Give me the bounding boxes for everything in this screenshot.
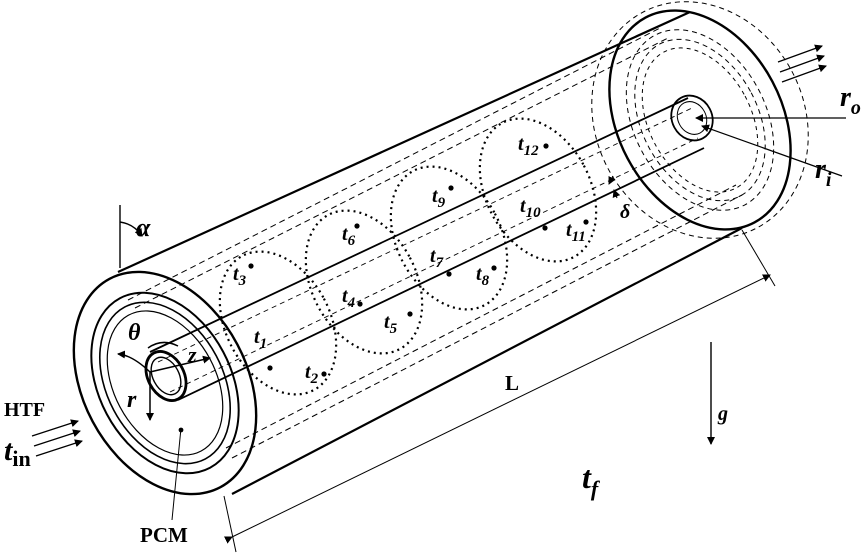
thermocouple-dot-10 xyxy=(542,225,548,231)
thermocouple-label-7: t7 xyxy=(430,245,444,271)
gravity-label: g xyxy=(717,403,728,425)
length-ext-left xyxy=(223,495,237,553)
length-dimension xyxy=(223,229,776,553)
thermocouple-label-10: t10 xyxy=(520,195,541,221)
thermocouple-label-9: t9 xyxy=(432,185,446,211)
pcm-leader-dot xyxy=(178,427,184,433)
front-end-rings xyxy=(90,291,240,475)
thermocouple-dot-3 xyxy=(248,263,254,269)
radius-arrows xyxy=(695,114,846,177)
shell-bottom-dash-2 xyxy=(225,184,737,449)
length-label: L xyxy=(505,371,519,395)
thermocouple-dot-12 xyxy=(543,143,549,149)
r-i-label: ri xyxy=(815,154,832,191)
thermocouple-label-4: t4 xyxy=(342,285,356,311)
thermocouple-dot-8 xyxy=(491,265,497,271)
pcm-label: PCM xyxy=(140,523,188,547)
thermocouple-label-6: t6 xyxy=(342,223,356,249)
inlet-arrow-1 xyxy=(31,419,79,437)
length-line xyxy=(223,274,771,544)
inner-tube-back-mouth xyxy=(670,94,714,142)
section-ring-2 xyxy=(304,209,424,355)
thermocouple-dot-9 xyxy=(448,185,454,191)
thermocouple-label-11: t11 xyxy=(566,219,586,245)
htf-inlet-arrows xyxy=(31,419,83,457)
shell-top-dash-1 xyxy=(127,27,661,301)
shell-top-dash-2 xyxy=(134,37,669,309)
alpha-angle xyxy=(119,205,143,268)
thermocouple-dot-5 xyxy=(407,311,413,317)
delta-arrow-top xyxy=(608,175,616,185)
inner-tube-top-dashed xyxy=(157,107,693,363)
t-in-label: tin xyxy=(4,434,31,471)
measurement-sections xyxy=(218,117,598,396)
coordinate-arrows xyxy=(117,341,211,421)
outlet-arrow-2 xyxy=(779,54,825,73)
inner-tube-bottom-edge xyxy=(177,147,705,401)
section-ring-4 xyxy=(478,117,598,263)
thermocouple-label-8: t8 xyxy=(476,263,490,289)
thermocouple-label-12: t12 xyxy=(518,133,539,159)
thermocouple-dot-1 xyxy=(267,365,273,371)
inlet-arrow-2 xyxy=(33,429,81,447)
thermocouple-dot-4 xyxy=(357,301,363,307)
inner-tube-back-bore xyxy=(676,101,708,135)
z-axis-arrow xyxy=(149,355,211,373)
theta-label: θ xyxy=(128,320,141,346)
back-pcm-dashed xyxy=(641,47,759,193)
back-shell-outer-dashed xyxy=(625,29,775,211)
r-i-arrow xyxy=(701,124,843,177)
shell-bottom-dash-1 xyxy=(231,194,743,459)
inner-tube-front-bore xyxy=(150,356,182,396)
length-ext-right xyxy=(741,229,776,287)
shell-outer-ring xyxy=(90,291,240,475)
thermocouple-dot-7 xyxy=(446,271,452,277)
alpha-label: α xyxy=(136,213,151,242)
shell-inner-ring xyxy=(98,301,232,465)
delta-label: δ xyxy=(620,201,630,223)
thermocouple-label-2: t2 xyxy=(305,361,319,387)
t-f-label: tf xyxy=(582,459,601,501)
inlet-arrow-3 xyxy=(35,439,83,457)
thermocouple-label-3: t3 xyxy=(233,263,247,289)
r-label: r xyxy=(127,387,137,413)
thermocouple-dot-11 xyxy=(583,219,589,225)
thermocouple-label-1: t1 xyxy=(254,326,267,352)
thermocouple-dot-2 xyxy=(321,371,327,377)
htf-outlet-arrows xyxy=(777,44,827,83)
theta-arrow xyxy=(117,350,151,373)
outer-back-end xyxy=(608,9,792,231)
outer-cylinder xyxy=(72,1,809,496)
delta-arrow-bottom xyxy=(612,189,621,199)
pcm-leader-line xyxy=(171,427,182,521)
back-shell-inner-dashed xyxy=(634,38,766,202)
thermocouple-label-5: t5 xyxy=(384,311,398,337)
section-ring-3 xyxy=(389,165,509,311)
alpha-arc xyxy=(119,221,143,237)
theta-arc xyxy=(147,341,179,349)
r-o-label: ro xyxy=(840,82,861,119)
inner-tube-front-mouth xyxy=(144,350,188,402)
outlet-arrow-1 xyxy=(777,44,823,63)
htf-label: HTF xyxy=(4,399,45,421)
outer-top-edge xyxy=(117,10,691,274)
shell-wall-lines xyxy=(127,27,743,459)
z-label: z xyxy=(187,342,197,367)
delta-arrows xyxy=(608,175,621,199)
outlet-arrow-3 xyxy=(781,64,827,83)
outer-back-dashed xyxy=(591,1,809,239)
thermocouple-dot-6 xyxy=(354,223,360,229)
